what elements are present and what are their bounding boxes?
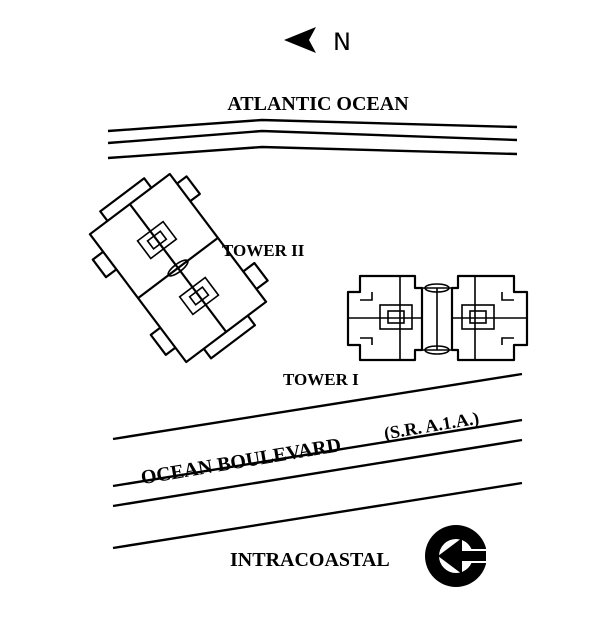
tower-2-label: TOWER II: [222, 241, 305, 260]
tower-1-footprint: [346, 274, 529, 362]
intracoastal-label: INTRACOASTAL: [230, 549, 390, 571]
ocean-label: ATLANTIC OCEAN: [227, 93, 409, 115]
tower-2-footprint: [88, 172, 269, 364]
ocean-boulevard-road: [112, 372, 523, 508]
left-arrow-circle-icon: [425, 525, 492, 587]
north-indicator: N: [284, 27, 351, 56]
intracoastal-shoreline: [112, 481, 523, 550]
north-letter: N: [333, 28, 351, 56]
tower-1-label: TOWER I: [283, 370, 359, 389]
north-arrow-icon: [284, 27, 316, 53]
ocean-shoreline: [107, 118, 518, 160]
road-route-label: (S.R. A.1.A.): [382, 408, 480, 445]
road-label: OCEAN BOULEVARD: [139, 434, 342, 489]
